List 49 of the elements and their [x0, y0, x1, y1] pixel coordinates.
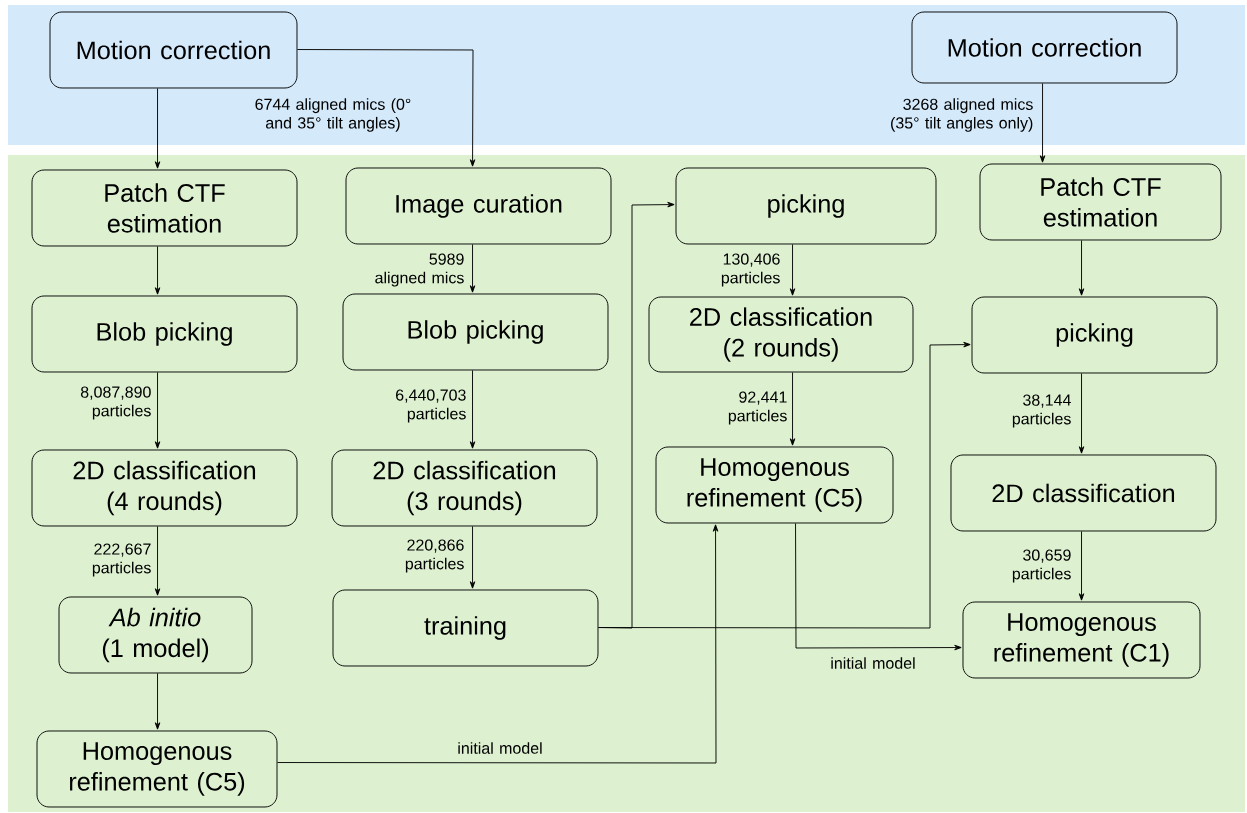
edge-label: 130,406 particles — [721, 253, 780, 287]
process-box: Homogenous refinement (C5) — [655, 446, 894, 524]
arrow — [795, 523, 962, 651]
arrow — [297, 49, 476, 167]
arrow — [154, 673, 161, 730]
edge-label: initial model — [831, 657, 915, 669]
process-box: 2D classification (4 rounds) — [31, 449, 298, 527]
arrow — [789, 244, 796, 296]
edge-label: initial model — [458, 742, 542, 754]
process-box: Patch CTF estimation — [979, 163, 1222, 241]
arrow — [469, 370, 476, 449]
arrow — [598, 341, 971, 629]
edge-label: 3268 aligned mics (35° tilt angles only) — [891, 98, 1033, 132]
arrow — [1078, 373, 1085, 454]
process-box: 2D classification (3 rounds) — [331, 449, 598, 527]
arrow — [277, 524, 719, 764]
edge-label: 220,866 particles — [405, 539, 464, 573]
process-box: Blob picking — [31, 295, 298, 373]
arrow — [789, 372, 796, 446]
edge-label: 92,441 particles — [728, 391, 787, 425]
edge-label: 30,659 particles — [1012, 549, 1071, 583]
arrow — [1078, 531, 1085, 601]
arrow — [469, 526, 476, 589]
process-box: Homogenous refinement (C5) — [36, 730, 278, 808]
arrow — [1039, 83, 1046, 163]
process-box: 2D classification (2 rounds) — [648, 296, 914, 373]
process-box: Patch CTF estimation — [31, 169, 298, 247]
edge-label: 6744 aligned mics (0° and 35° tilt angles) — [255, 98, 411, 132]
process-box: Homogenous refinement (C1) — [962, 601, 1201, 679]
process-box: Motion correction — [911, 11, 1178, 84]
process-box: Blob picking — [342, 293, 609, 371]
process-box: Ab initio (1 model) — [58, 596, 253, 674]
process-box: 2D classification — [950, 454, 1217, 532]
process-box: training — [332, 589, 599, 667]
edge-label: 38,144 particles — [1012, 394, 1071, 428]
arrow — [469, 244, 476, 293]
edge-label: 8,087,890 particles — [80, 386, 151, 420]
arrow — [1078, 240, 1085, 296]
edge-label: 5989 aligned mics — [375, 253, 464, 287]
arrow — [154, 372, 161, 449]
process-box: Motion correction — [49, 11, 298, 89]
edge-label: 222,667 particles — [92, 543, 151, 577]
process-box: picking — [675, 167, 937, 245]
process-box: picking — [971, 296, 1218, 374]
arrow — [154, 88, 161, 169]
arrow — [154, 526, 161, 596]
edge-label: 6,440,703 particles — [396, 389, 466, 423]
process-box: Image curation — [345, 167, 612, 245]
arrow — [154, 246, 161, 295]
